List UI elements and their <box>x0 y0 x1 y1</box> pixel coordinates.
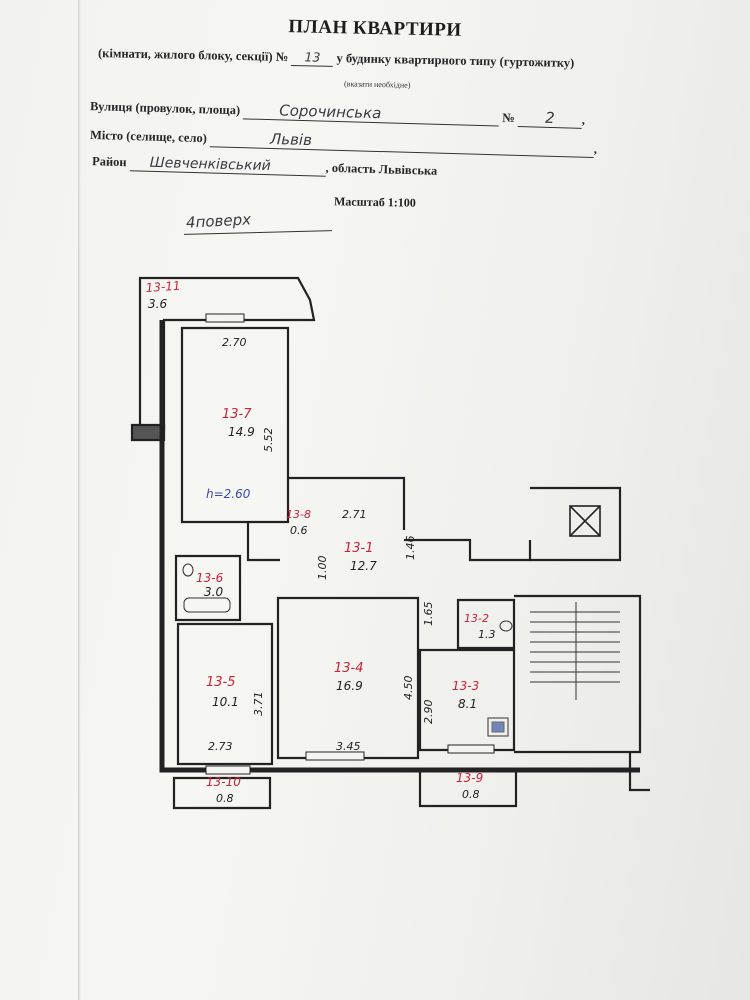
room-13-1-dim-d: 1.65 <box>422 602 435 627</box>
room-13-7-width: 2.70 <box>222 336 247 349</box>
room-13-7-id: 13-7 <box>222 407 252 422</box>
room-13-1-area: 12.7 <box>350 559 377 573</box>
room-13-7-length: 5.52 <box>262 428 275 453</box>
room-13-9-area: 0.8 <box>462 788 480 801</box>
elevator-shaft-outline <box>530 486 622 562</box>
room-13-10-area: 0.8 <box>216 792 234 805</box>
room-13-4-width: 3.45 <box>336 740 361 753</box>
room-13-7-area: 14.9 <box>228 425 255 439</box>
balcony-13-10-outline <box>172 776 272 810</box>
toilet-icon <box>499 620 513 632</box>
room-13-7-outline <box>180 326 290 524</box>
room-13-1-id: 13-1 <box>344 541 374 556</box>
sink-icon <box>182 563 194 577</box>
room-13-3-length: 2.90 <box>422 700 435 725</box>
room-13-2-id: 13-2 <box>464 612 489 625</box>
elevator-icon <box>569 505 601 537</box>
room-13-6-area: 3.0 <box>204 585 223 599</box>
room-13-1-dim-b: 1.46 <box>404 536 417 561</box>
room-13-5-width: 2.73 <box>208 740 233 753</box>
room-13-3-outline <box>418 648 516 752</box>
room-13-8-area: 0.6 <box>290 524 308 537</box>
stairwell-outline <box>514 594 642 754</box>
room-13-7-height: h=2.60 <box>206 487 251 501</box>
room-13-5-outline <box>176 622 274 766</box>
room-13-4-area: 16.9 <box>336 679 363 693</box>
page-fold <box>78 0 81 1000</box>
room-13-4-outline <box>276 596 420 760</box>
room-13-4-length: 4.50 <box>402 676 415 701</box>
room-13-1-dim-c: 1.00 <box>316 556 329 581</box>
room-13-4-id: 13-4 <box>334 661 364 676</box>
bathtub-icon <box>183 597 231 613</box>
room-13-10-id: 13-10 <box>206 775 241 789</box>
room-13-1-dim-a: 2.71 <box>342 508 367 521</box>
room-13-5-area: 10.1 <box>212 695 239 709</box>
room-13-3-area: 8.1 <box>458 697 477 711</box>
room-13-8-id: 13-8 <box>286 508 311 521</box>
room-13-9-id: 13-9 <box>456 771 483 785</box>
stove-icon <box>487 717 509 737</box>
room-13-11-area: 3.6 <box>148 297 167 311</box>
room-13-11-id: 13-11 <box>145 279 181 295</box>
room-13-5-id: 13-5 <box>206 675 236 690</box>
room-13-6-id: 13-6 <box>196 571 224 585</box>
room-13-3-id: 13-3 <box>452 679 479 693</box>
room-13-5-length: 3.71 <box>252 692 265 717</box>
room-13-2-area: 1.3 <box>478 628 496 641</box>
room-13-6-outline <box>174 554 242 622</box>
room-13-2-outline <box>456 598 516 650</box>
